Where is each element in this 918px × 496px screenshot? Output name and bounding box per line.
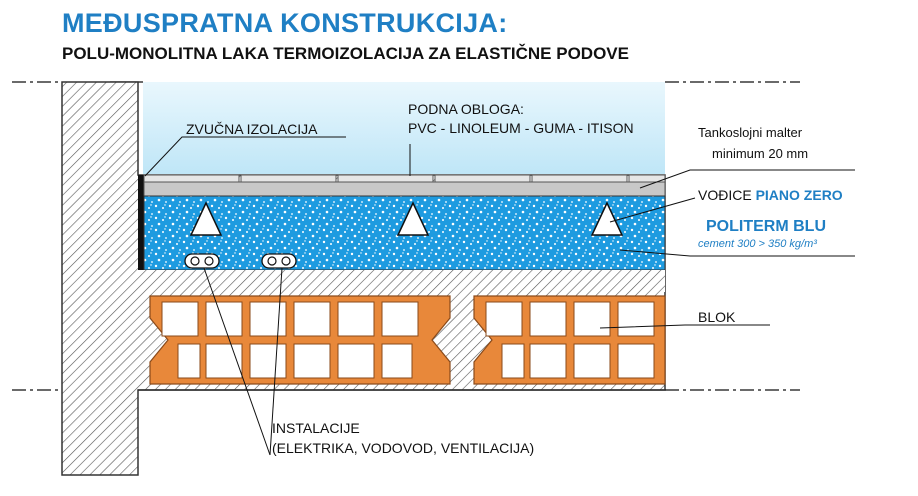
label-zvucna-izolacija: ZVUČNA IZOLACIJA bbox=[186, 121, 318, 137]
leader-instalacije-1 bbox=[203, 267, 271, 456]
piano-zero-guides bbox=[189, 201, 624, 236]
label-podna-obloga-materials: PVC - LINOLEUM - GUMA - ITISON bbox=[408, 120, 634, 136]
thin-screed-layer bbox=[143, 181, 666, 197]
label-instalacije-types: (ELEKTRIKA, VODOVOD, VENTILACIJA) bbox=[272, 440, 534, 456]
brick-block-left bbox=[149, 295, 451, 385]
label-blok: BLOK bbox=[698, 309, 736, 325]
room-space bbox=[143, 82, 665, 174]
leader-lines bbox=[144, 136, 855, 456]
floor-covering bbox=[143, 174, 666, 183]
brick-block-right bbox=[473, 295, 666, 385]
label-vodice-prefix: VOĐICE bbox=[698, 187, 756, 203]
label-politerm-blu: POLITERM BLU bbox=[706, 218, 826, 235]
leader-zvucna bbox=[144, 136, 346, 177]
label-vodice: VOĐICE PIANO ZERO bbox=[698, 187, 843, 203]
label-piano-zero: PIANO ZERO bbox=[756, 187, 843, 203]
diagram-subtitle: POLU-MONOLITNA LAKA TERMOIZOLACIJA ZA EL… bbox=[62, 44, 629, 63]
slab-top bbox=[138, 270, 665, 292]
leader-malter bbox=[639, 169, 855, 189]
installation-pipes bbox=[184, 253, 297, 269]
label-cement-density: cement 300 > 350 kg/m³ bbox=[698, 238, 817, 250]
label-tankoslojni-malter: Tankoslojni malter bbox=[698, 125, 803, 140]
leader-blok bbox=[599, 324, 770, 329]
label-podna-obloga-title: PODNA OBLOGA: bbox=[408, 101, 524, 117]
label-minimum-20mm: minimum 20 mm bbox=[712, 146, 808, 161]
label-instalacije: INSTALACIJE bbox=[272, 420, 360, 436]
diagram-title: MEĐUSPRATNA KONSTRUKCIJA: bbox=[62, 8, 508, 38]
leader-vodice bbox=[609, 197, 696, 223]
leader-instalacije-2 bbox=[269, 267, 283, 456]
sound-insulation-strip bbox=[138, 175, 144, 270]
leader-politerm bbox=[619, 249, 855, 257]
